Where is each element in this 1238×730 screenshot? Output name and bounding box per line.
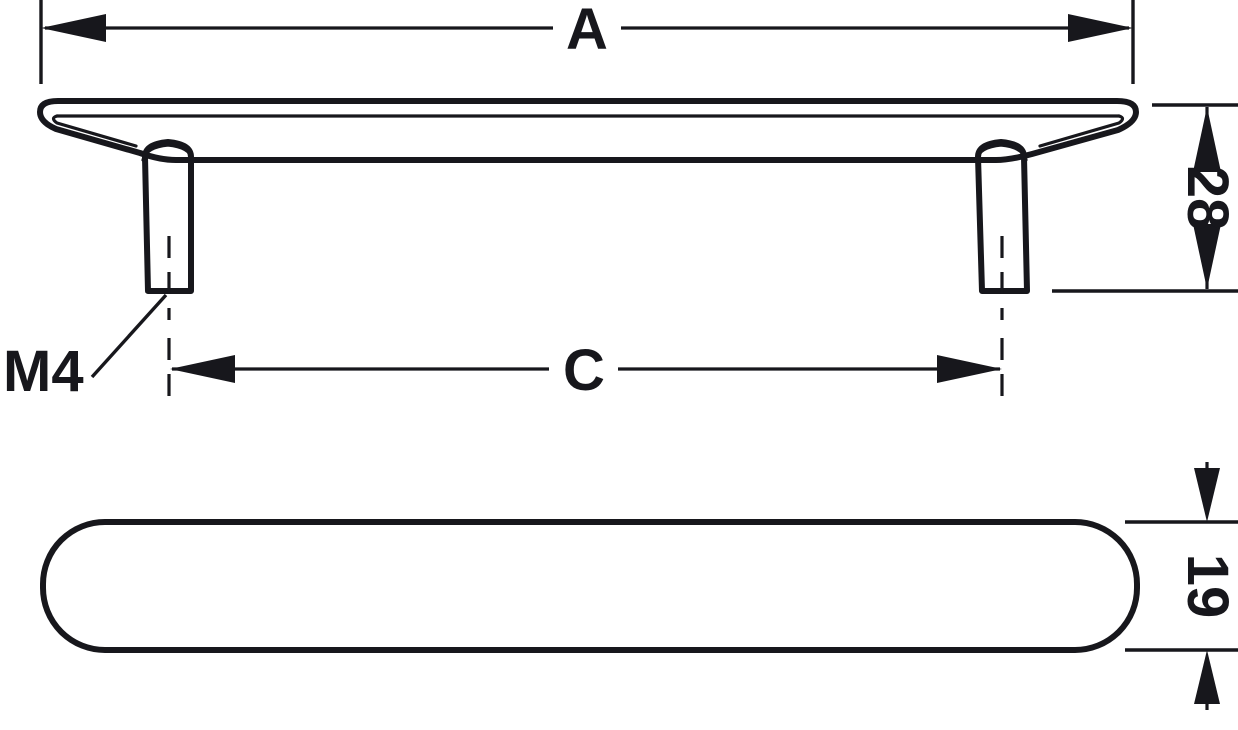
handle-bar-outline xyxy=(37,98,1139,163)
dimension-A-arrow-right xyxy=(1068,14,1133,42)
dimension-C-arrow-right xyxy=(937,355,1002,383)
dimension-19: 19 xyxy=(1125,462,1238,710)
front-elevation-view xyxy=(37,98,1139,398)
dimension-19-label: 19 xyxy=(1175,554,1238,619)
left-mounting-post xyxy=(141,139,195,398)
dimension-A-label: A xyxy=(566,0,608,62)
dimension-28-label: 28 xyxy=(1175,166,1238,231)
handle-bar-inner-line-right-taper xyxy=(1038,114,1125,148)
left-post-outline xyxy=(142,139,194,294)
M4-label: M4 xyxy=(3,339,84,404)
dimension-A: A xyxy=(39,0,1135,84)
dimension-19-arrow-bottom xyxy=(1194,650,1220,704)
plan-view-bar-outline xyxy=(40,519,1140,653)
left-post-collar-arc xyxy=(141,143,195,162)
right-post-outline xyxy=(975,139,1030,294)
right-mounting-post xyxy=(974,139,1030,398)
dimension-28-arrow-top xyxy=(1193,107,1221,172)
dimension-28: 28 xyxy=(1052,103,1238,293)
annotation-M4: M4 xyxy=(3,293,168,404)
dimension-A-arrow-left xyxy=(41,14,106,42)
dimension-C-arrow-left xyxy=(170,355,235,383)
dimension-C-label: C xyxy=(563,338,605,403)
plan-view xyxy=(40,519,1140,653)
dimension-28-arrow-bottom xyxy=(1193,224,1221,289)
handle-bar-inner-line-left-taper xyxy=(51,114,138,148)
right-post-collar-arc xyxy=(974,143,1028,162)
M4-leader-line xyxy=(90,293,168,379)
dimension-C: C xyxy=(170,338,1002,403)
dimension-19-arrow-top xyxy=(1194,468,1220,522)
